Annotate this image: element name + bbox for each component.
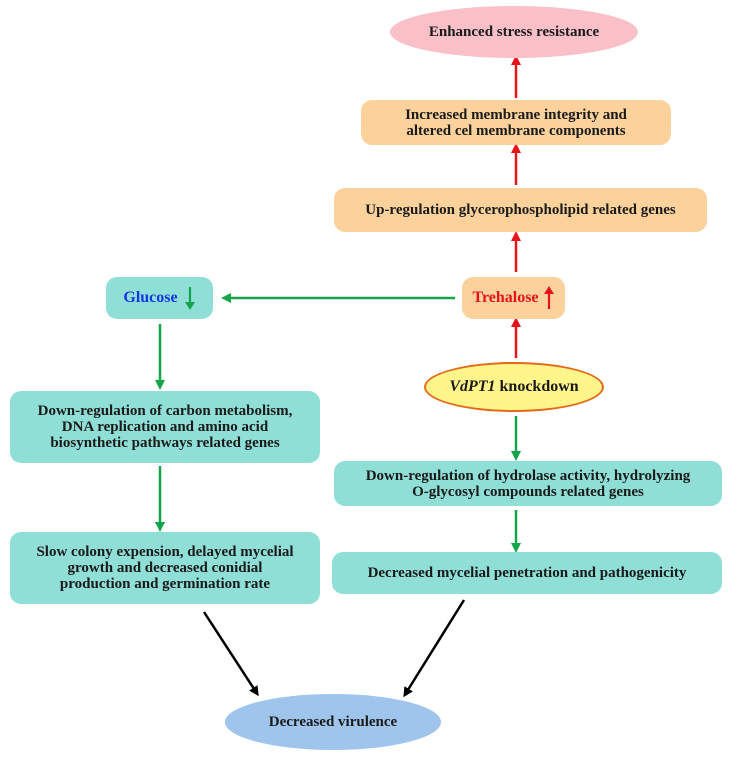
virulence-label: Decreased virulence [268, 714, 398, 730]
glucose-node: Glucose [106, 277, 213, 319]
membrane-integrity-label: Increased membrane integrity and altered… [405, 106, 627, 139]
hydrolase-node: Down-regulation of hydrolase activity, h… [334, 461, 722, 506]
colony-growth-label: Slow colony expension, delayed mycelial … [36, 544, 294, 592]
knockdown-gene-label: VdPT1 [449, 378, 496, 395]
trehalose-node: Trehalose [462, 277, 565, 319]
stress-resistance-label: Enhanced stress resistance [428, 24, 600, 40]
glucose-label: Glucose [123, 289, 178, 306]
membrane-integrity-node: Increased membrane integrity and altered… [361, 100, 671, 145]
colony-growth-node: Slow colony expension, delayed mycelial … [10, 532, 320, 604]
arrow-mycelial-to-virulence [403, 599, 466, 698]
trehalose-label: Trehalose [472, 289, 539, 306]
glycerophospholipid-node: Up-regulation glycerophospholipid relate… [334, 188, 707, 232]
carbon-metabolism-node: Down-regulation of carbon metabolism, DN… [10, 391, 320, 463]
knockdown-node: VdPT1 knockdown [424, 362, 604, 412]
virulence-node: Decreased virulence [225, 694, 441, 750]
down-arrow-icon [184, 287, 195, 310]
stress-resistance-node: Enhanced stress resistance [390, 6, 638, 58]
hydrolase-label: Down-regulation of hydrolase activity, h… [365, 467, 691, 500]
up-arrow-icon [543, 286, 554, 309]
arrow-colony-to-virulence [202, 611, 259, 697]
glycerophospholipid-label: Up-regulation glycerophospholipid relate… [365, 202, 676, 218]
mycelial-penetration-label: Decreased mycelial penetration and patho… [367, 565, 687, 581]
carbon-metabolism-label: Down-regulation of carbon metabolism, DN… [37, 403, 293, 451]
mycelial-penetration-node: Decreased mycelial penetration and patho… [332, 552, 722, 594]
knockdown-suffix-label: knockdown [495, 378, 579, 395]
